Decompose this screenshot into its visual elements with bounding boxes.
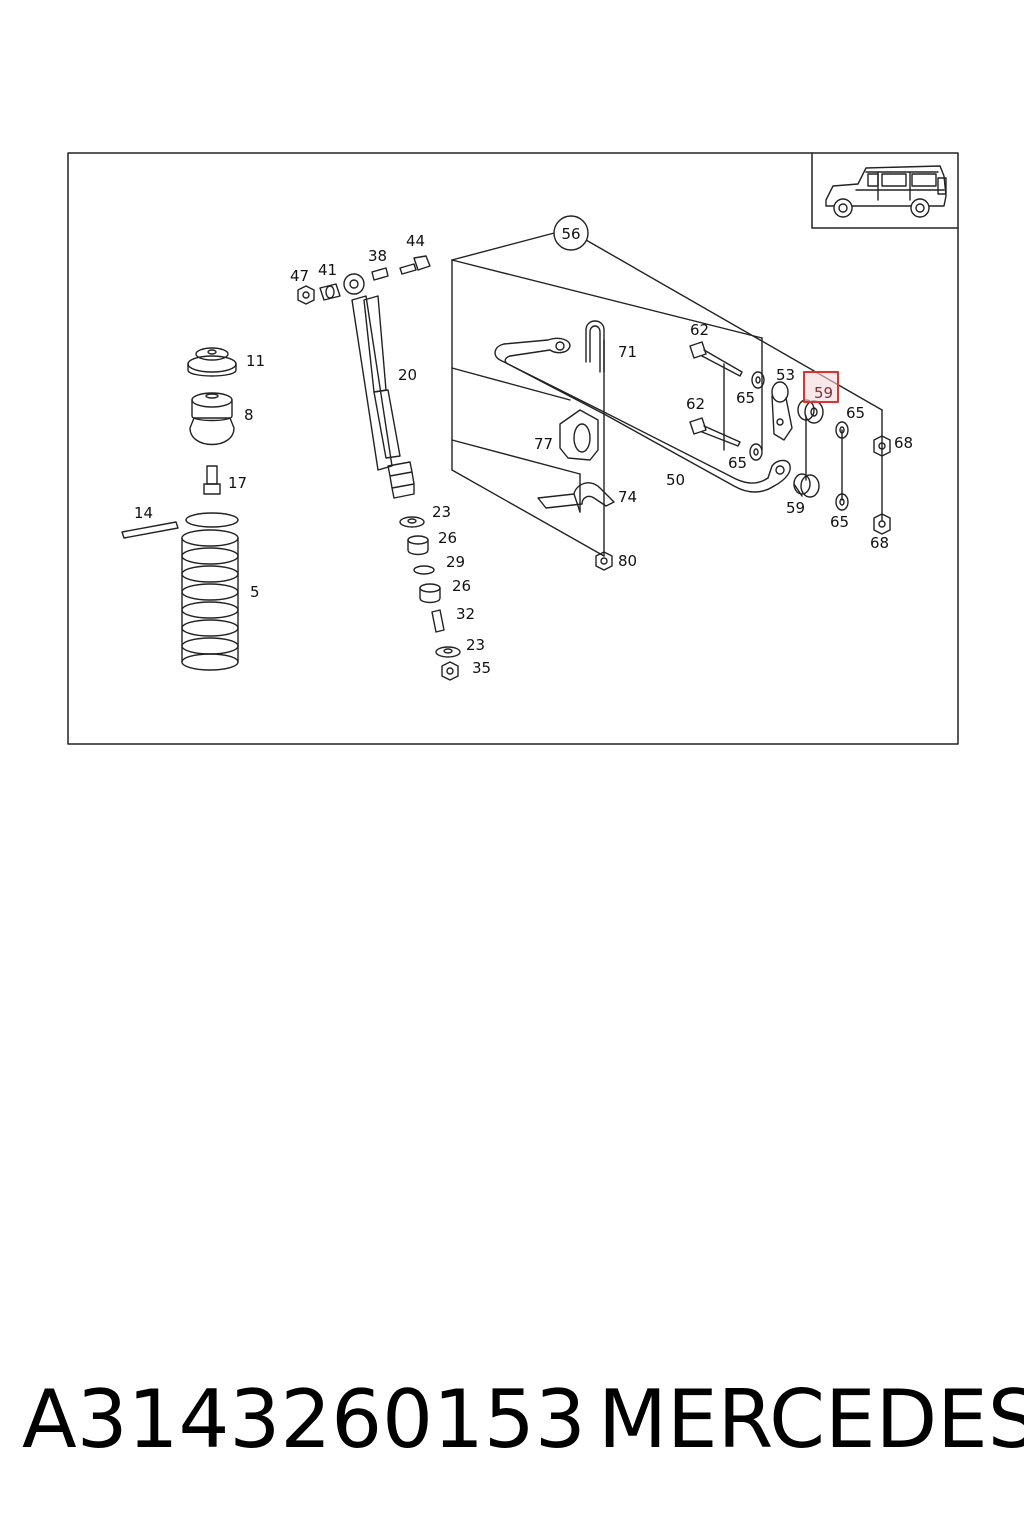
label-11: 11 bbox=[246, 352, 265, 370]
label-38: 38 bbox=[368, 247, 387, 265]
bushing-26-lower bbox=[419, 583, 441, 604]
label-47: 47 bbox=[290, 267, 309, 285]
bolt-62-upper bbox=[689, 341, 743, 377]
bushing-26-upper bbox=[407, 535, 429, 556]
link-53 bbox=[771, 381, 793, 441]
label-77: 77 bbox=[534, 435, 553, 453]
washer-23-top bbox=[399, 516, 425, 528]
bolt-44 bbox=[399, 255, 431, 275]
label-68-upper: 68 bbox=[894, 434, 913, 452]
label-20: 20 bbox=[398, 366, 417, 384]
bushing-41 bbox=[319, 283, 341, 301]
bump-stop-8 bbox=[189, 392, 235, 446]
suv-side-view-icon bbox=[811, 152, 959, 229]
bolt-17 bbox=[203, 465, 221, 495]
stabilizer-group-frame bbox=[451, 231, 883, 557]
nut-47 bbox=[297, 285, 315, 305]
shock-absorber bbox=[343, 273, 415, 499]
label-68-lower: 68 bbox=[870, 534, 889, 552]
label-5: 5 bbox=[250, 583, 260, 601]
label-17: 17 bbox=[228, 474, 247, 492]
label-65-b: 65 bbox=[728, 454, 747, 472]
washer-65-d bbox=[835, 493, 849, 511]
washer-65-a bbox=[751, 371, 765, 389]
nut-80 bbox=[595, 551, 613, 571]
nut-68-lower bbox=[873, 513, 891, 535]
label-65-d: 65 bbox=[830, 513, 849, 531]
label-62-lower: 62 bbox=[686, 395, 705, 413]
label-26-lower: 26 bbox=[452, 577, 471, 595]
label-65-a: 65 bbox=[736, 389, 755, 407]
sleeve-32 bbox=[431, 609, 445, 633]
label-26-upper: 26 bbox=[438, 529, 457, 547]
label-53: 53 bbox=[776, 366, 795, 384]
label-8: 8 bbox=[244, 406, 254, 424]
part-labels: 56 47 41 38 44 11 8 17 14 5 20 23 26 29 … bbox=[134, 225, 913, 677]
label-41: 41 bbox=[318, 261, 337, 279]
bracket-74 bbox=[537, 482, 615, 513]
label-23-bottom: 23 bbox=[466, 636, 485, 654]
label-23-top: 23 bbox=[432, 503, 451, 521]
label-80: 80 bbox=[618, 552, 637, 570]
u-bolt-71 bbox=[585, 320, 605, 373]
bushing-77 bbox=[559, 409, 599, 461]
bolt-62-lower bbox=[689, 417, 741, 447]
spring-mount-11 bbox=[187, 347, 237, 377]
washer-23-bottom bbox=[435, 646, 461, 658]
label-56: 56 bbox=[561, 225, 580, 243]
label-50: 50 bbox=[666, 471, 685, 489]
bushing-59-lower bbox=[793, 473, 820, 498]
nut-68-upper bbox=[873, 435, 891, 457]
label-32: 32 bbox=[456, 605, 475, 623]
label-44: 44 bbox=[406, 232, 425, 250]
pin-38 bbox=[371, 267, 389, 281]
label-14: 14 bbox=[134, 504, 153, 522]
label-65-c: 65 bbox=[846, 404, 865, 422]
label-29: 29 bbox=[446, 553, 465, 571]
label-59-highlight: 59 bbox=[814, 384, 833, 402]
callout-circle-56 bbox=[553, 215, 589, 251]
label-35: 35 bbox=[472, 659, 491, 677]
pin-14 bbox=[121, 521, 179, 539]
label-59-lower: 59 bbox=[786, 499, 805, 517]
nut-35 bbox=[441, 661, 459, 681]
diagram-frame bbox=[67, 152, 959, 745]
label-74: 74 bbox=[618, 488, 637, 506]
brand-name: MERCEDES bbox=[598, 1373, 1024, 1466]
label-62-upper: 62 bbox=[690, 321, 709, 339]
stabilizer-bar-50 bbox=[494, 337, 791, 493]
label-71: 71 bbox=[618, 343, 637, 361]
part-number: A3143260153 bbox=[22, 1373, 586, 1466]
bushing-59-upper bbox=[797, 399, 824, 424]
washer-65-c bbox=[835, 421, 849, 439]
washer-65-b bbox=[749, 443, 763, 461]
coil-spring-5 bbox=[181, 512, 239, 671]
washer-29 bbox=[413, 565, 435, 575]
highlight-box-59 bbox=[803, 371, 839, 403]
